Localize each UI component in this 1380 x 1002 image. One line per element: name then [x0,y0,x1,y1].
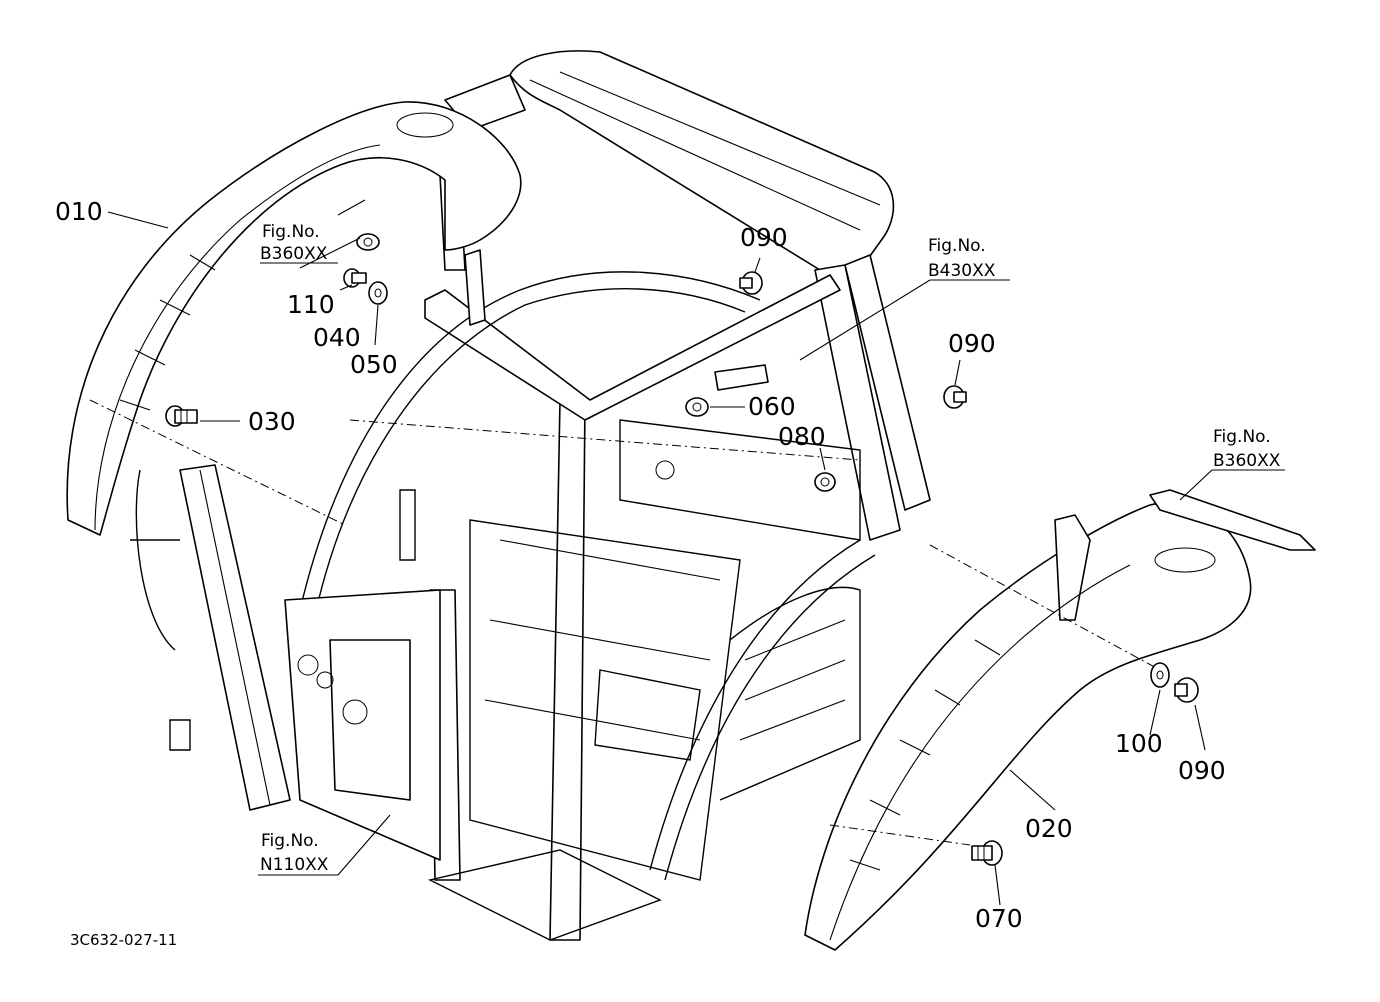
bolt-040-icon [343,268,367,288]
part-label-020: 020 [1025,814,1073,843]
part-label-090-bottom: 090 [1178,756,1226,785]
part-label-050: 050 [350,350,398,379]
fender-right-020 [804,489,1316,951]
fig-ref-title-2: Fig.No. [928,236,986,256]
part-label-080: 080 [778,422,826,451]
bolt-090-bottom-icon [1174,677,1199,703]
washer-050-icon [368,281,388,305]
bolt-090-right-icon [943,385,967,409]
part-label-070: 070 [975,904,1023,933]
drawing-code: 3C632-027-11 [70,931,177,949]
fig-ref-code-2: B430XX [928,261,996,281]
part-labels: 010 110 040 050 030 090 060 080 020 100 … [55,197,1226,933]
nut-110-icon [356,233,380,251]
part-label-100: 100 [1115,729,1163,758]
bolt-070-icon [971,840,1003,866]
part-label-090-top: 090 [740,223,788,252]
part-label-090-right: 090 [948,329,996,358]
part-label-040: 040 [313,323,361,352]
nut-060-icon [685,397,709,417]
fig-ref-code-1: B360XX [260,244,328,264]
fig-ref-title-4: Fig.No. [261,831,319,851]
hardware [165,233,1199,866]
fender-left-010 [66,101,522,536]
fig-ref-code-3: B360XX [1213,451,1281,471]
part-label-060: 060 [748,392,796,421]
bolt-030-icon [165,405,198,427]
figure-references: Fig.No. B360XX Fig.No. B430XX Fig.No. B3… [260,222,1281,875]
nut-080-icon [814,472,836,492]
washer-100-icon [1150,662,1170,688]
fig-ref-title-1: Fig.No. [262,222,320,242]
fig-ref-title-3: Fig.No. [1213,427,1271,447]
leader-lines [107,199,1285,906]
part-label-110: 110 [287,290,335,319]
bolt-090-top-icon [739,271,763,295]
part-label-010: 010 [55,197,103,226]
cab-frame [130,50,931,941]
part-label-030: 030 [248,407,296,436]
fig-ref-code-4: N110XX [260,855,329,875]
